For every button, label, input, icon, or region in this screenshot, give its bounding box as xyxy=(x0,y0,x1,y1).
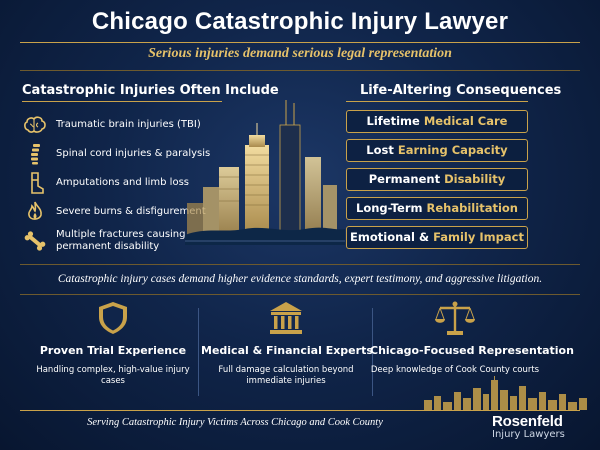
feature-title: Chicago-Focused Representation xyxy=(370,344,574,357)
courthouse-icon xyxy=(270,302,302,334)
injury-label: Amputations and limb loss xyxy=(56,176,189,188)
feature-trial-experience: Proven Trial Experience Handling complex… xyxy=(28,300,198,387)
title-divider xyxy=(20,42,580,43)
bone-icon xyxy=(24,230,46,251)
consequence-label: Lost xyxy=(366,143,394,157)
consequence-highlight: Family Impact xyxy=(433,230,524,244)
chicago-skyline-illustration xyxy=(185,100,345,245)
consequence-card: Permanent Disability xyxy=(346,168,528,191)
consequence-highlight: Rehabilitation xyxy=(426,201,518,215)
brand-subtitle: Injury Lawyers xyxy=(492,429,565,440)
leg-icon xyxy=(31,171,44,194)
feature-description: Full damage calculation beyond immediate… xyxy=(218,365,354,386)
consequence-card: Lost Earning Capacity xyxy=(346,139,528,162)
injury-item: Amputations and limb loss xyxy=(22,168,212,197)
brain-icon xyxy=(24,115,46,133)
consequence-highlight: Disability xyxy=(444,172,506,186)
feature-title: Proven Trial Experience xyxy=(39,344,187,357)
feature-description: Handling complex, high-value injury case… xyxy=(36,365,190,386)
spine-icon xyxy=(31,143,40,164)
flame-icon xyxy=(28,201,42,220)
injuries-heading: Catastrophic Injuries Often Include xyxy=(22,83,279,98)
page-subtitle: Serious injuries demand serious legal re… xyxy=(148,46,452,61)
injury-label: Traumatic brain injuries (TBI) xyxy=(56,118,201,130)
shield-icon xyxy=(99,302,127,334)
injury-item: Spinal cord injuries & paralysis xyxy=(22,139,212,168)
statement-top-rule xyxy=(20,264,580,265)
consequence-card: Long-Term Rehabilitation xyxy=(346,197,528,220)
consequence-label: Lifetime xyxy=(366,114,420,128)
injury-item: Multiple fractures causing permanent dis… xyxy=(22,226,212,255)
injury-item: Severe burns & disfigurement xyxy=(22,197,212,226)
statement-bottom-rule xyxy=(20,294,580,295)
consequence-card: Lifetime Medical Care xyxy=(346,110,528,133)
injury-label: Multiple fractures causing permanent dis… xyxy=(56,228,186,252)
injury-list: Traumatic brain injuries (TBI) Spinal co… xyxy=(22,110,212,255)
injuries-heading-rule xyxy=(22,101,222,102)
brand-name: Rosenfeld xyxy=(492,413,563,430)
consequence-label: Long-Term xyxy=(356,201,423,215)
brand-logo: Rosenfeld Injury Lawyers xyxy=(492,413,592,440)
consequence-label: Permanent xyxy=(368,172,441,186)
consequence-highlight: Earning Capacity xyxy=(397,143,508,157)
consequence-highlight: Medical Care xyxy=(423,114,508,128)
consequence-label: Emotional & xyxy=(350,230,430,244)
footer-rule xyxy=(20,410,580,411)
injury-label: Severe burns & disfigurement xyxy=(56,205,206,217)
scales-icon xyxy=(435,301,475,335)
subtitle-divider xyxy=(20,70,580,71)
consequences-heading: Life-Altering Consequences xyxy=(360,83,562,98)
injury-item: Traumatic brain injuries (TBI) xyxy=(22,110,212,139)
consequences-heading-rule xyxy=(346,101,528,102)
injury-label: Spinal cord injuries & paralysis xyxy=(56,147,211,159)
feature-chicago-focused: Chicago-Focused Representation Deep know… xyxy=(370,300,574,376)
feature-title: Medical & Financial Experts xyxy=(201,344,373,357)
feature-experts: Medical & Financial Experts Full damage … xyxy=(201,300,373,387)
footer-skyline-illustration xyxy=(424,376,587,410)
column-divider xyxy=(198,308,199,396)
key-statement: Catastrophic injury cases demand higher … xyxy=(57,273,543,285)
consequence-card: Emotional & Family Impact xyxy=(346,226,528,249)
column-divider xyxy=(372,308,373,396)
feature-description: Deep knowledge of Cook County courts xyxy=(370,365,540,375)
page-title: Chicago Catastrophic Injury Lawyer xyxy=(91,8,509,35)
consequences-list: Lifetime Medical Care Lost Earning Capac… xyxy=(346,110,528,255)
footer-tagline: Serving Catastrophic Injury Victims Acro… xyxy=(87,417,383,428)
